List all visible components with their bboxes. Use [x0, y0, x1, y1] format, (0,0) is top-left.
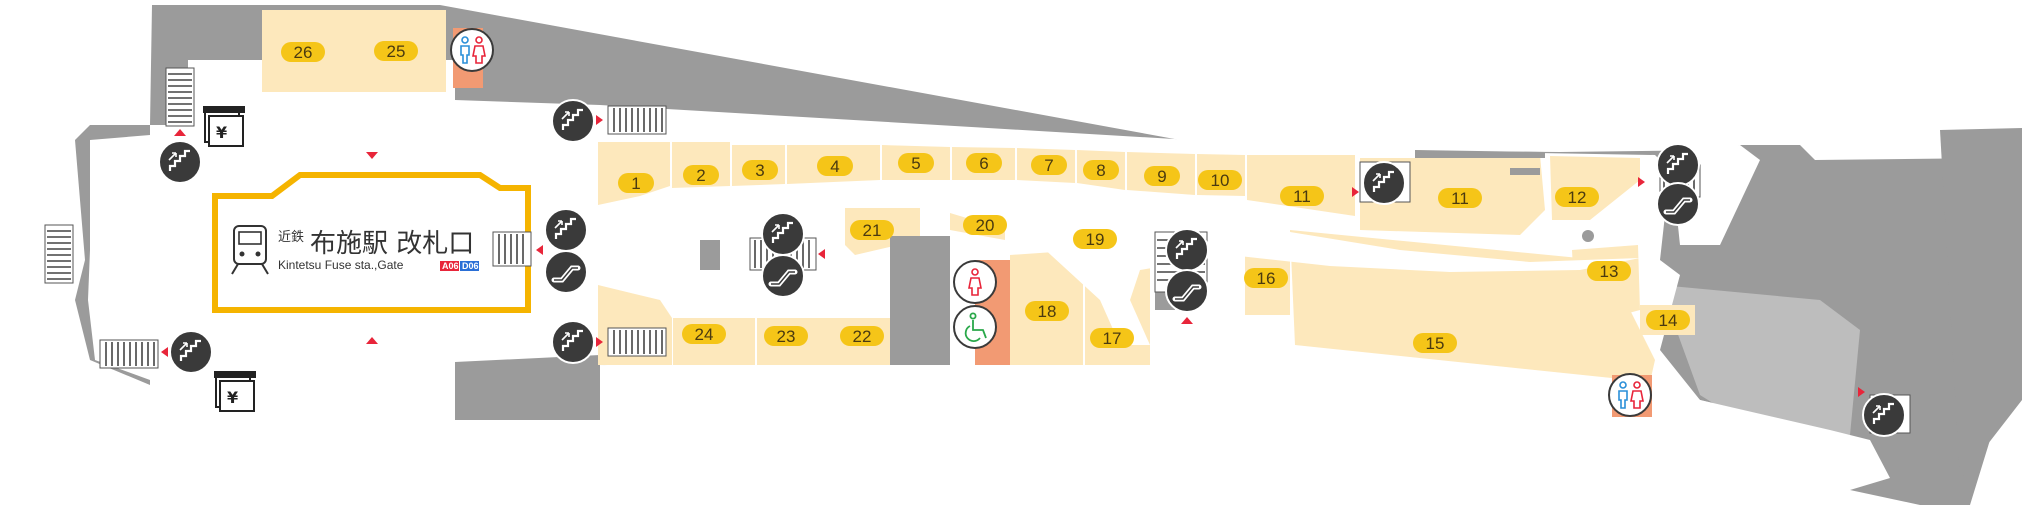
shop-label-shop-12[interactable]: 12: [1555, 187, 1599, 207]
shop-label-pill: [1025, 301, 1069, 321]
ticket-gate: 近鉄 布施駅 改札口 Kintetsu Fuse sta.,Gate A06 D…: [212, 172, 531, 313]
shop-label-shop-1[interactable]: 1: [618, 173, 654, 193]
shop-number: 2: [696, 166, 705, 185]
shop-number: 12: [1568, 188, 1587, 207]
shop-label-shop-2[interactable]: 2: [683, 165, 719, 185]
train-icon: [231, 225, 269, 275]
shop-label-shop-24[interactable]: 24: [682, 324, 726, 344]
shop-label-shop-8[interactable]: 8: [1083, 160, 1119, 180]
shop-number: 15: [1426, 334, 1445, 353]
shop-label-pill: [764, 326, 808, 346]
shop-label-pill: [1244, 268, 1288, 288]
pillar: [1582, 230, 1594, 242]
station-name-jp: 布施駅 改札口: [310, 229, 474, 259]
shop-label-shop-9[interactable]: 9: [1144, 166, 1180, 186]
shop-number: 23: [777, 327, 796, 346]
shop-number: 4: [830, 157, 839, 176]
shop-label-shop-13[interactable]: 13: [1587, 261, 1631, 281]
shop-number: 7: [1044, 156, 1053, 175]
shop-label-shop-19[interactable]: 19: [1073, 229, 1117, 249]
shop-number: 9: [1157, 167, 1166, 186]
shop-number: 16: [1257, 269, 1276, 288]
line-code-badge-2: [460, 261, 479, 271]
shop-label-pill: [1144, 166, 1180, 186]
shop-label-pill: [840, 326, 884, 346]
shop-label-pill: [1280, 186, 1324, 206]
shop-label-pill: [281, 42, 325, 62]
shop-label-pill: [1083, 160, 1119, 180]
shop-label-shop-26[interactable]: 26: [281, 42, 325, 62]
shop-label-pill: [1413, 333, 1457, 353]
shop-number: 11: [1293, 187, 1311, 206]
shop-label-pill: [682, 324, 726, 344]
shop-label-pill: [850, 220, 894, 240]
shop-number: 10: [1211, 171, 1230, 190]
shop-label-pill: [817, 156, 853, 176]
shop-label-shop-18[interactable]: 18: [1025, 301, 1069, 321]
central-curve: [940, 190, 1640, 345]
shop-label-pill: [963, 215, 1007, 235]
shop-number: 17: [1103, 329, 1122, 348]
shop-number: 22: [853, 327, 872, 346]
womens-restroom-icon: [953, 260, 997, 304]
shop-number: 19: [1086, 230, 1105, 249]
station-name-en: Kintetsu Fuse sta.,Gate: [278, 258, 404, 272]
shop-label-shop-22[interactable]: 22: [840, 326, 884, 346]
shop-label-pill: [1090, 328, 1134, 348]
shop-number: 18: [1038, 302, 1057, 321]
shop-label-shop-11a[interactable]: 11: [1280, 186, 1324, 206]
shop-number: 21: [863, 221, 882, 240]
shop-label-pill: [1587, 261, 1631, 281]
line-code-2: D06: [462, 261, 479, 271]
shop-number: 3: [755, 161, 764, 180]
shop-number: 11: [1451, 189, 1469, 208]
shop-number: 13: [1600, 262, 1619, 281]
shop-label-pill: [898, 153, 934, 173]
shop-label-pill: [1438, 188, 1482, 208]
shop-label-pill: [1031, 155, 1067, 175]
station-operator: 近鉄: [278, 230, 304, 245]
shop-label-pill: [1198, 170, 1242, 190]
shop-label-shop-15[interactable]: 15: [1413, 333, 1457, 353]
accessible-restroom-icon: [953, 305, 997, 349]
shop-label-shop-20[interactable]: 20: [963, 215, 1007, 235]
shop-label-shop-10[interactable]: 10: [1198, 170, 1242, 190]
shop-label-pill: [374, 41, 418, 61]
shop-number: 5: [911, 154, 920, 173]
shop-number: 6: [979, 154, 988, 173]
restroom-icons: [450, 28, 1652, 417]
shop-label-shop-7[interactable]: 7: [1031, 155, 1067, 175]
shop-label-pill: [1555, 187, 1599, 207]
line-code-badge-1: [440, 261, 459, 271]
shop-label-shop-6[interactable]: 6: [966, 153, 1002, 173]
shop-label-shop-16[interactable]: 16: [1244, 268, 1288, 288]
shop-label-shop-23[interactable]: 23: [764, 326, 808, 346]
shop-label-shop-14[interactable]: 14: [1646, 310, 1690, 330]
shop-label-shop-25[interactable]: 25: [374, 41, 418, 61]
shop-label-shop-21[interactable]: 21: [850, 220, 894, 240]
shop-label-shop-11b[interactable]: 11: [1438, 188, 1482, 208]
shop-number: 24: [695, 325, 714, 344]
shop-label-pill: [1073, 229, 1117, 249]
shop-label-shop-4[interactable]: 4: [817, 156, 853, 176]
shop-number: 26: [294, 43, 313, 62]
shop-label-pill: [966, 153, 1002, 173]
shop-number: 1: [631, 174, 640, 193]
shop-label-shop-5[interactable]: 5: [898, 153, 934, 173]
shop-label-pill: [618, 173, 654, 193]
shop-label-shop-17[interactable]: 17: [1090, 328, 1134, 348]
shop-label-pill: [683, 165, 719, 185]
shop-label-pill: [742, 160, 778, 180]
shop-number: 8: [1096, 161, 1105, 180]
shop-number: 25: [387, 42, 406, 61]
shop-number: 14: [1659, 311, 1678, 330]
shop-number: 20: [976, 216, 995, 235]
shop-label-pill: [1646, 310, 1690, 330]
line-code-1: A06: [442, 261, 459, 271]
shop-label-shop-3[interactable]: 3: [742, 160, 778, 180]
